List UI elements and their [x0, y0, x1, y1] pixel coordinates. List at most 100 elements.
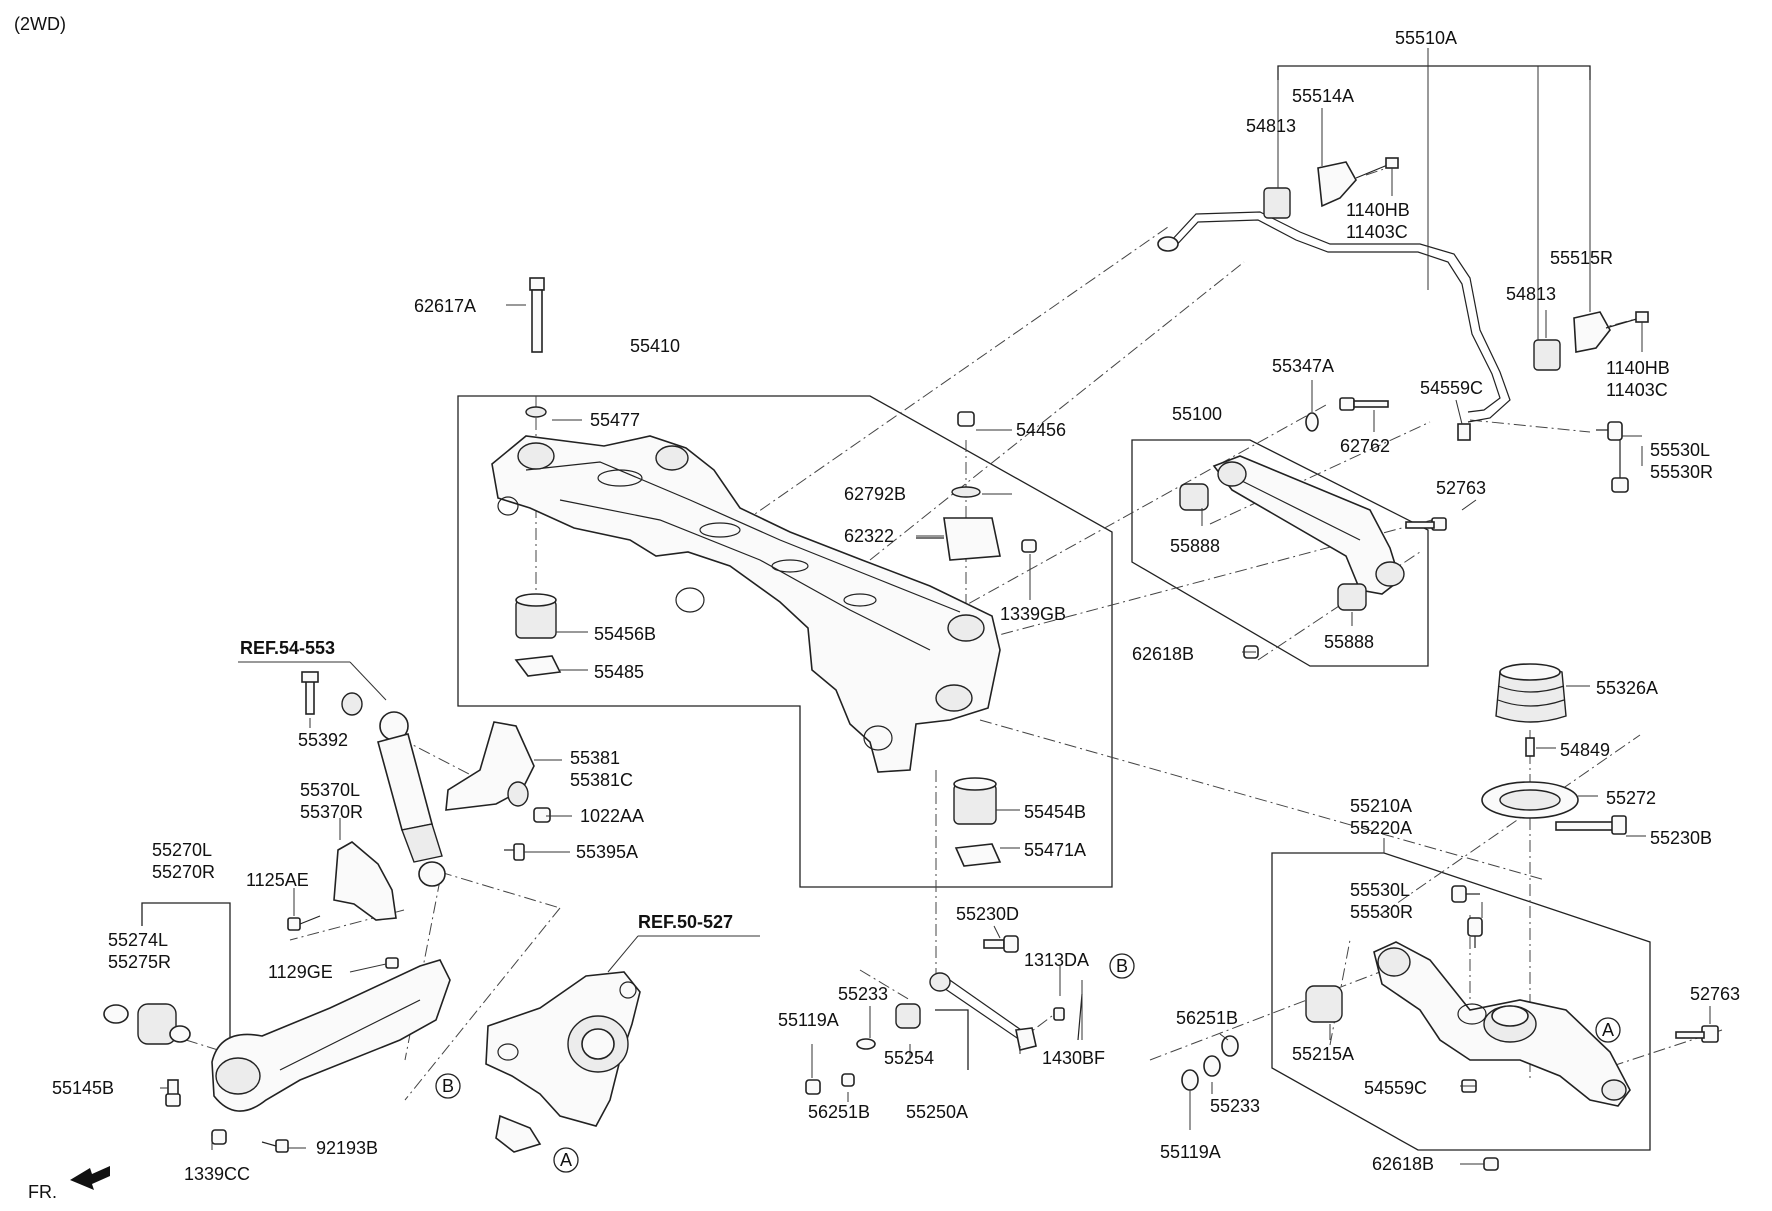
label-52763-low: 52763: [1690, 984, 1740, 1004]
label-1125AE: 1125AE: [246, 870, 309, 890]
labels: (2WD) 55510A 55514A 54813 1140HB 11403C …: [14, 14, 1740, 1202]
stabilizer-bushing-top: [1263, 157, 1399, 219]
label-52763-top: 52763: [1436, 478, 1486, 498]
front-arrow-icon: [70, 1166, 110, 1190]
marker-a-knuckle: A: [560, 1150, 572, 1170]
crossmember-group-box: [457, 395, 1113, 888]
marker-b-link: B: [1116, 956, 1128, 976]
label-55119A-right: 55119A: [1160, 1142, 1221, 1162]
spring-parts: [1481, 663, 1579, 819]
label-55392: 55392: [298, 730, 348, 750]
label-55274L: 55274L: [108, 930, 168, 950]
front-indicator: FR.: [28, 1182, 57, 1202]
ref-knuckle: REF.50-527: [638, 912, 733, 932]
label-62762: 62762: [1340, 436, 1390, 456]
label-1140HB-top: 1140HB: [1346, 200, 1410, 220]
label-56251B-mid: 56251B: [808, 1102, 870, 1122]
label-55326A: 55326A: [1596, 678, 1658, 698]
shock-bracket: [287, 841, 397, 931]
label-54559C-top: 54559C: [1420, 378, 1483, 398]
knuckle: [485, 971, 641, 1153]
label-55395A: 55395A: [576, 842, 638, 862]
stabilizer-bar: [1157, 157, 1649, 493]
label-55888-b: 55888: [1324, 632, 1374, 652]
label-55477: 55477: [590, 410, 640, 430]
label-55275R: 55275R: [108, 952, 171, 972]
marker-a-arm: A: [1602, 1020, 1614, 1040]
trailing-arm: [103, 957, 451, 1153]
label-55471A: 55471A: [1024, 840, 1086, 860]
lateral-link: [805, 935, 1083, 1095]
label-54849: 54849: [1560, 740, 1610, 760]
marker-a-circle: [553, 1147, 579, 1173]
label-62618B-top: 62618B: [1132, 644, 1194, 664]
label-54559C-low: 54559C: [1364, 1078, 1427, 1098]
label-55530R-top: 55530R: [1650, 462, 1713, 482]
label-62322: 62322: [844, 526, 894, 546]
label-55119A-mid: 55119A: [778, 1010, 839, 1030]
shock-absorber: [301, 671, 551, 887]
label-55485: 55485: [594, 662, 644, 682]
marker-a-circle: [1595, 1017, 1621, 1043]
label-92193B: 92193B: [316, 1138, 378, 1158]
label-1022AA: 1022AA: [580, 806, 644, 826]
crossmember-mount-hardware: [514, 277, 1037, 867]
upper-arm: [1179, 397, 1447, 659]
label-62618B-low: 62618B: [1372, 1154, 1434, 1174]
label-55530R-low: 55530R: [1350, 902, 1413, 922]
crossmember: [491, 435, 1001, 773]
trailing-arm-bracket: [141, 902, 231, 1050]
label-55381: 55381: [570, 748, 620, 768]
label-54456: 54456: [1016, 420, 1066, 440]
label-55270L: 55270L: [152, 840, 212, 860]
label-11403C-top: 11403C: [1346, 222, 1408, 242]
label-1339CC: 1339CC: [184, 1164, 250, 1184]
trailing-arm-bushing: [103, 1003, 191, 1107]
label-55272: 55272: [1606, 788, 1656, 808]
label-55230B: 55230B: [1650, 828, 1712, 848]
upper-arm-group-box: [1131, 439, 1429, 667]
label-55515R: 55515R: [1550, 248, 1613, 268]
markers: B B A A: [435, 953, 1621, 1173]
label-1140HB-right: 1140HB: [1606, 358, 1670, 378]
label-55456B: 55456B: [594, 624, 656, 644]
label-54813-top: 54813: [1246, 116, 1296, 136]
label-55270R: 55270R: [152, 862, 215, 882]
label-55514A: 55514A: [1292, 86, 1354, 106]
marker-b-knuckle: B: [442, 1076, 454, 1096]
ref-shock: REF.54-553: [240, 638, 335, 658]
label-55530L-low: 55530L: [1350, 880, 1410, 900]
stabilizer-link-top: [1457, 421, 1629, 493]
label-54813-right: 54813: [1506, 284, 1556, 304]
lateral-link-bracket: [935, 1009, 969, 1070]
label-55220A: 55220A: [1350, 818, 1412, 838]
variant-label: (2WD): [14, 14, 66, 34]
marker-b-circle: [1109, 953, 1135, 979]
label-1313DA: 1313DA: [1024, 950, 1089, 970]
label-1430BF: 1430BF: [1042, 1048, 1105, 1068]
label-55370R: 55370R: [300, 802, 363, 822]
label-55510A: 55510A: [1395, 28, 1457, 48]
label-55530L-top: 55530L: [1650, 440, 1710, 460]
label-55250A: 55250A: [906, 1102, 968, 1122]
label-1339GB: 1339GB: [1000, 604, 1066, 624]
stabilizer-bracket: [1277, 65, 1591, 80]
label-1129GE: 1129GE: [268, 962, 333, 982]
label-55233-right: 55233: [1210, 1096, 1260, 1116]
label-55233-mid: 55233: [838, 984, 888, 1004]
label-55381C: 55381C: [570, 770, 633, 790]
label-55410: 55410: [630, 336, 680, 356]
lower-arm: [1181, 815, 1719, 1171]
label-62792B: 62792B: [844, 484, 906, 504]
label-55370L: 55370L: [300, 780, 360, 800]
label-62617A: 62617A: [414, 296, 476, 316]
label-55347A: 55347A: [1272, 356, 1334, 376]
label-56251B-right: 56251B: [1176, 1008, 1238, 1028]
label-55100: 55100: [1172, 404, 1222, 424]
label-55210A: 55210A: [1350, 796, 1412, 816]
label-55230D: 55230D: [956, 904, 1019, 924]
label-11403C-right: 11403C: [1606, 380, 1668, 400]
label-55454B: 55454B: [1024, 802, 1086, 822]
leader-lines: [160, 48, 1711, 1165]
